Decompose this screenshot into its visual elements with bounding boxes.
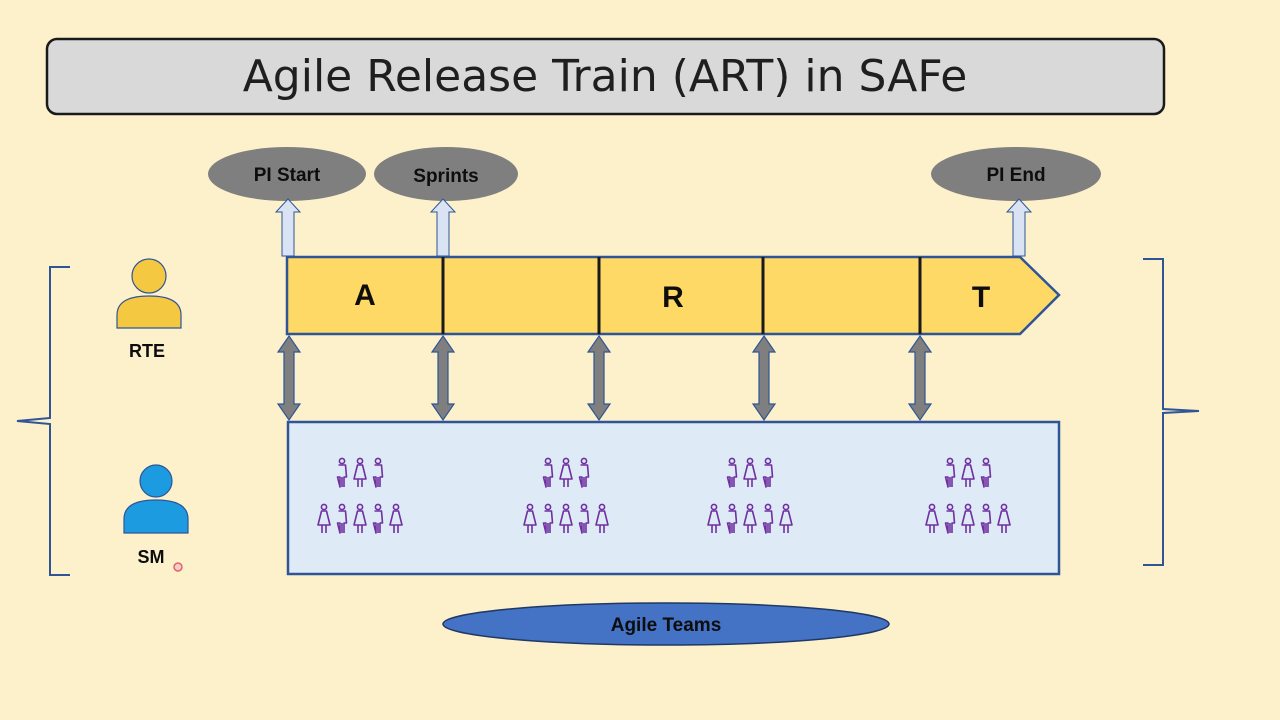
title-box: Agile Release Train (ART) in SAFe bbox=[45, 37, 1166, 116]
train-letter-t: T bbox=[972, 281, 990, 314]
train-letter-r: R bbox=[662, 281, 684, 314]
agile-teams-label-ellipse: Agile Teams bbox=[442, 602, 890, 646]
milestone-pi-end: PI End bbox=[931, 147, 1101, 201]
release-train: A R T bbox=[285, 255, 1061, 336]
right-brace bbox=[1143, 258, 1200, 566]
milestone-pi-start-label: PI Start bbox=[254, 165, 321, 186]
double-arrow-connector bbox=[751, 334, 777, 422]
double-arrow-connector bbox=[586, 334, 612, 422]
person-icon bbox=[116, 258, 182, 329]
teams-box bbox=[286, 420, 1061, 576]
person-icon bbox=[123, 464, 189, 534]
left-brace bbox=[16, 266, 70, 576]
train-arrow-body bbox=[285, 255, 1061, 336]
up-arrow-pi-start bbox=[274, 198, 302, 257]
train-letter-a: A bbox=[354, 279, 376, 312]
agile-teams-label: Agile Teams bbox=[611, 615, 722, 636]
page-title: Agile Release Train (ART) in SAFe bbox=[243, 51, 968, 102]
role-sm: SM bbox=[123, 464, 189, 567]
milestone-pi-start: PI Start bbox=[208, 147, 366, 201]
double-arrow-connector bbox=[907, 334, 933, 422]
cursor-marker bbox=[173, 562, 183, 572]
double-arrow-connector bbox=[276, 334, 302, 422]
milestone-pi-end-label: PI End bbox=[986, 165, 1045, 186]
up-arrow-pi-end bbox=[1005, 198, 1033, 257]
connectors bbox=[276, 334, 933, 422]
role-rte-label: RTE bbox=[129, 341, 165, 361]
role-sm-label: SM bbox=[138, 547, 165, 567]
milestone-sprints-label: Sprints bbox=[413, 166, 478, 187]
milestone-sprints: Sprints bbox=[374, 147, 518, 201]
double-arrow-connector bbox=[430, 334, 456, 422]
up-arrow-sprints bbox=[429, 198, 457, 257]
role-rte: RTE bbox=[116, 258, 182, 361]
